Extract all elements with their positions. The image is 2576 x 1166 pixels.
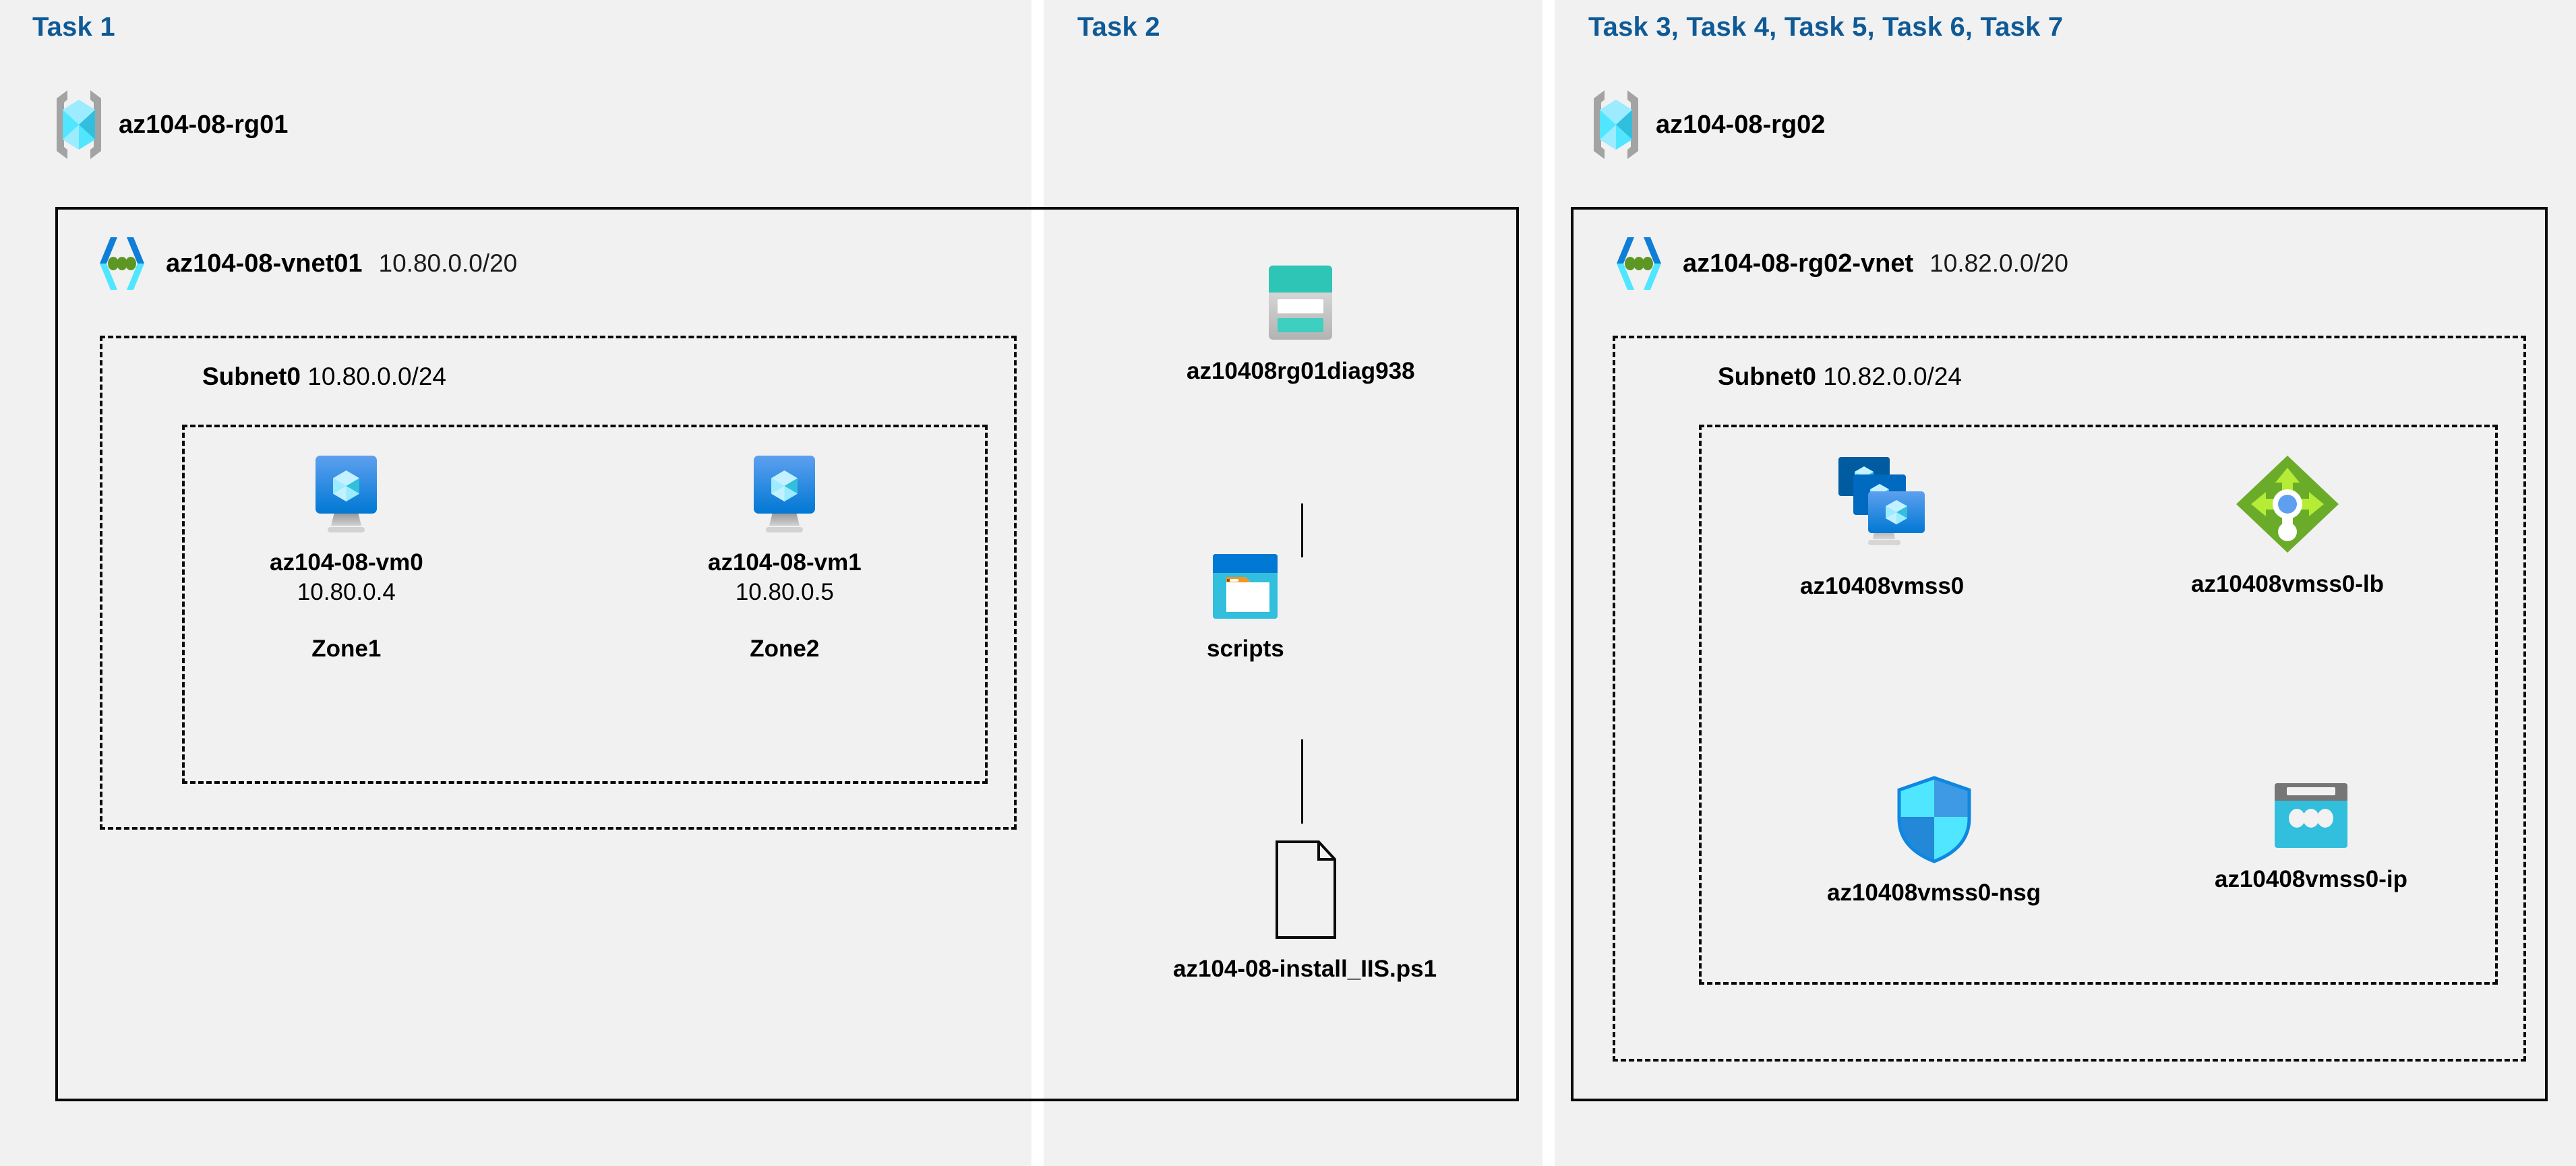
load-balancer-label: az10408vmss0-lb <box>2191 571 2385 597</box>
vm1-node[interactable]: az104-08-vm1 10.80.0.5 Zone2 <box>708 453 862 663</box>
subnet0-inner-boundary-left <box>182 425 988 784</box>
vnet-name-label: az104-08-vnet01 <box>166 249 363 278</box>
vnet01-header: az104-08-vnet01 10.80.0.0/20 <box>94 235 517 293</box>
vnet-name-label: az104-08-rg02-vnet <box>1683 249 1914 278</box>
script-file-node[interactable]: az104-08-install_IIS.ps1 <box>1173 839 1437 983</box>
vmss-node[interactable]: az10408vmss0 <box>1800 453 1964 600</box>
virtual-network-icon <box>1611 235 1667 293</box>
vm1-ip: 10.80.0.5 <box>735 579 834 606</box>
subnet-cidr: 10.82.0.0/24 <box>1823 363 1962 390</box>
resource-group-icon <box>53 88 105 162</box>
vm1-zone: Zone2 <box>750 636 820 663</box>
public-ip-label: az10408vmss0-ip <box>2215 866 2408 892</box>
network-security-group-icon <box>1895 775 1973 864</box>
resource-group-icon <box>1590 88 1642 162</box>
resource-group-label: az104-08-rg02 <box>1656 110 1826 139</box>
rg02-vnet-boundary <box>1571 207 2548 1101</box>
storage-account-icon <box>1266 263 1335 342</box>
blob-container-node[interactable]: scripts <box>1207 553 1284 663</box>
load-balancer-icon <box>2234 453 2341 555</box>
subnet0-boundary-left <box>100 336 1017 830</box>
nsg-label: az10408vmss0-nsg <box>1827 880 2041 906</box>
storage-account-label: az10408rg01diag938 <box>1187 358 1415 384</box>
storage-to-container-connector <box>1301 503 1303 557</box>
blob-container-label: scripts <box>1207 636 1284 662</box>
vm1-label: az104-08-vm1 <box>708 549 862 576</box>
resource-group-rg02: az104-08-rg02 <box>1590 88 1825 162</box>
task3-panel <box>1555 0 2576 1166</box>
vm0-label: az104-08-vm0 <box>270 549 423 576</box>
subnet-label-left: Subnet0 10.80.0.0/24 <box>202 363 446 391</box>
task2-title: Task 2 <box>1077 12 1160 42</box>
public-ip-address-icon <box>2272 782 2350 851</box>
task2-panel <box>1044 0 1542 1166</box>
task3-title: Task 3, Task 4, Task 5, Task 6, Task 7 <box>1588 12 2064 42</box>
container-to-file-connector <box>1301 739 1303 824</box>
virtual-machine-icon <box>307 453 385 534</box>
subnet0-inner-boundary-right <box>1699 425 2498 985</box>
subnet-name: Subnet0 <box>1718 363 1816 390</box>
subnet-name: Subnet0 <box>202 363 301 390</box>
storage-account-node[interactable]: az10408rg01diag938 <box>1187 263 1415 385</box>
script-file-label: az104-08-install_IIS.ps1 <box>1173 956 1437 982</box>
vm-scale-set-icon <box>1825 453 1940 557</box>
public-ip-node[interactable]: az10408vmss0-ip <box>2215 782 2407 893</box>
subnet-label-right: Subnet0 10.82.0.0/24 <box>1718 363 1962 391</box>
vm0-zone: Zone1 <box>311 636 382 663</box>
virtual-machine-icon <box>746 453 823 534</box>
task1-panel <box>0 0 1031 1166</box>
vnet-cidr-label: 10.82.0.0/20 <box>1929 249 2068 277</box>
vnet01-boundary <box>55 207 1519 1101</box>
resource-group-label: az104-08-rg01 <box>119 110 289 139</box>
task1-title: Task 1 <box>32 12 115 42</box>
subnet0-boundary-right <box>1613 336 2526 1062</box>
vm0-node[interactable]: az104-08-vm0 10.80.0.4 Zone1 <box>270 453 423 663</box>
vnet-cidr-label: 10.80.0.0/20 <box>378 249 518 277</box>
blob-container-icon <box>1211 553 1279 620</box>
virtual-network-icon <box>94 235 150 293</box>
resource-group-rg01: az104-08-rg01 <box>53 88 288 162</box>
nsg-node[interactable]: az10408vmss0-nsg <box>1827 775 2041 907</box>
subnet-cidr: 10.80.0.0/24 <box>307 363 446 390</box>
vm0-ip: 10.80.0.4 <box>297 579 396 606</box>
load-balancer-node[interactable]: az10408vmss0-lb <box>2191 453 2384 598</box>
document-file-icon <box>1269 839 1342 940</box>
vmss-label: az10408vmss0 <box>1800 573 1965 599</box>
rg02-vnet-header: az104-08-rg02-vnet 10.82.0.0/20 <box>1611 235 2068 293</box>
